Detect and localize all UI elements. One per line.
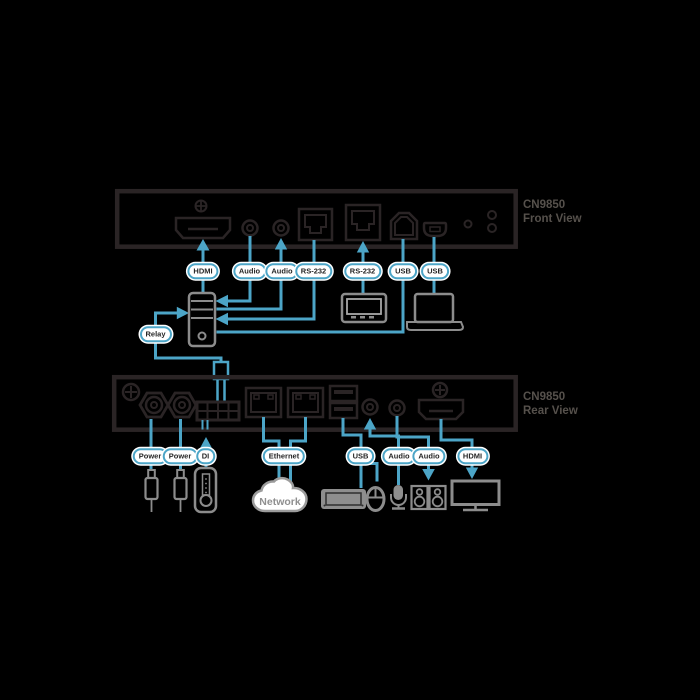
rj45-port-icon xyxy=(286,386,325,419)
power-plug-icon xyxy=(144,469,159,512)
arrow-up-icon xyxy=(196,239,210,251)
port-label-audio-front: Audio xyxy=(265,263,299,279)
front-model-name: CN9850 xyxy=(523,199,566,211)
port-label-audio-front: Audio xyxy=(232,263,267,279)
front-view-title: CN9850 Front View xyxy=(523,198,582,226)
power-jack-icon xyxy=(166,391,198,419)
arrow-up-icon xyxy=(274,238,288,250)
di-wires xyxy=(201,420,209,430)
arrow-up-icon xyxy=(356,241,370,253)
network-cloud-icon: Network xyxy=(251,476,308,513)
front-device xyxy=(114,188,518,249)
screw-icon xyxy=(194,199,208,213)
touch-panel-icon xyxy=(340,292,388,324)
audio-jack-icon xyxy=(388,399,406,417)
microphone-icon xyxy=(390,485,407,510)
di-plug-prongs xyxy=(216,379,226,403)
audio-jack-icon xyxy=(361,398,379,416)
rj45-port-icon xyxy=(344,203,382,242)
port-label-di-rear: DI xyxy=(195,448,216,464)
grounding-screw-icon xyxy=(121,382,141,402)
port-label-usb-rear: USB xyxy=(346,448,375,464)
computer-tower-icon xyxy=(187,291,217,348)
audio-jack-icon xyxy=(272,219,290,237)
power-jack-icon xyxy=(138,391,170,419)
port-label-hdmi-front: HDMI xyxy=(187,263,219,279)
arrow-down-icon xyxy=(422,469,435,481)
keyboard-icon xyxy=(321,489,366,509)
pushbutton-icon xyxy=(487,223,497,233)
front-view-label: Front View xyxy=(523,213,582,225)
dual-usb-port-icon xyxy=(328,384,359,420)
port-label-hdmi-rear: HDMI xyxy=(456,448,489,464)
rear-device-chassis xyxy=(111,374,518,432)
rs232-cable xyxy=(227,240,316,321)
relay-to-di-cable xyxy=(154,341,223,363)
rear-device xyxy=(111,374,518,432)
rear-view-title: CN9850 Rear View xyxy=(523,390,578,418)
speakers-icon xyxy=(410,484,447,511)
rj45-port-icon xyxy=(244,386,283,419)
port-label-rs232-front: RS-232 xyxy=(343,263,382,279)
audio-jack-icon xyxy=(241,219,259,237)
arrow-left-icon xyxy=(215,312,228,326)
usb-b-port-icon xyxy=(389,211,419,241)
pushbutton-icon xyxy=(487,210,497,220)
arrow-up-icon xyxy=(199,437,213,449)
network-label: Network xyxy=(259,496,301,508)
arrow-left-icon xyxy=(215,294,228,308)
laptop-icon xyxy=(406,292,465,331)
arrow-right-icon xyxy=(176,306,189,320)
rear-view-label: Rear View xyxy=(523,405,578,417)
di-terminal-block-icon xyxy=(195,400,241,422)
port-label-audio-rear: Audio xyxy=(412,448,446,464)
mouse-icon xyxy=(365,486,386,512)
port-label-audio-rear: Audio xyxy=(382,448,416,464)
relay-label: Relay xyxy=(139,326,172,342)
screw-icon xyxy=(431,381,449,399)
port-label-usb-front: USB xyxy=(389,263,417,279)
port-label-ethernet-rear: Ethernet xyxy=(262,448,306,464)
rj45-port-icon xyxy=(297,207,334,242)
front-device-chassis xyxy=(114,188,518,249)
mini-usb-port-icon xyxy=(422,221,448,238)
rear-model-name: CN9850 xyxy=(523,391,566,403)
port-label-power-rear: Power xyxy=(162,448,198,464)
usb-cable-branch xyxy=(361,462,379,482)
arrow-down-icon xyxy=(465,467,479,479)
power-plug-icon xyxy=(173,469,188,512)
led-icon xyxy=(463,219,473,229)
monitor-icon xyxy=(450,479,501,512)
arrow-up-icon xyxy=(363,418,377,430)
di-sensor-icon xyxy=(193,466,218,514)
hdmi-port-icon xyxy=(174,216,232,240)
audio-cable xyxy=(227,236,252,303)
port-label-rs232-front: RS-232 xyxy=(294,263,333,279)
relay-cable xyxy=(154,311,178,328)
port-label-usb-front: USB xyxy=(421,263,449,279)
hdmi-port-icon xyxy=(417,398,465,421)
